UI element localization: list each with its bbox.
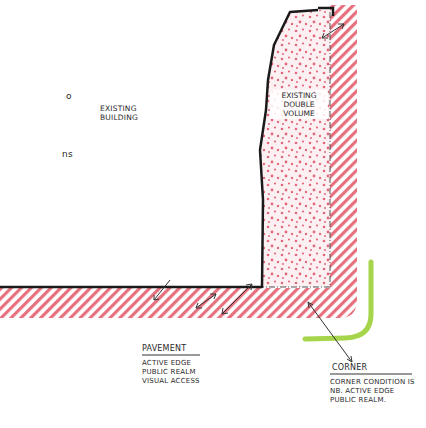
double-volume-fill: [260, 10, 330, 287]
cut-off-text: ns: [62, 150, 78, 159]
pavement-heading: PAVEMENT: [142, 344, 212, 353]
building-outline: [318, 8, 333, 16]
double-volume-dots: [260, 10, 330, 287]
building-outline: [0, 10, 318, 287]
region-node: EXISTING DOUBLE VOLUME: [270, 90, 328, 150]
corner-note: CORNER CONDITION IS NB. ACTIVE EDGE PUBL…: [330, 378, 418, 405]
corner-heading: CORNER: [332, 363, 392, 372]
underline: [330, 374, 412, 375]
double-arrows: [154, 24, 352, 362]
cut-off-text: o: [66, 92, 78, 101]
corner-highlight: [305, 262, 371, 339]
underline: [142, 355, 200, 356]
region-label: EXISTING DOUBLE VOLUME: [270, 90, 328, 119]
pavement-note: ACTIVE EDGE PUBLIC REALM VISUAL ACCESS: [142, 359, 214, 386]
pavement-hatch: [0, 5, 357, 318]
building-label: EXISTING BUILDING: [100, 104, 162, 122]
